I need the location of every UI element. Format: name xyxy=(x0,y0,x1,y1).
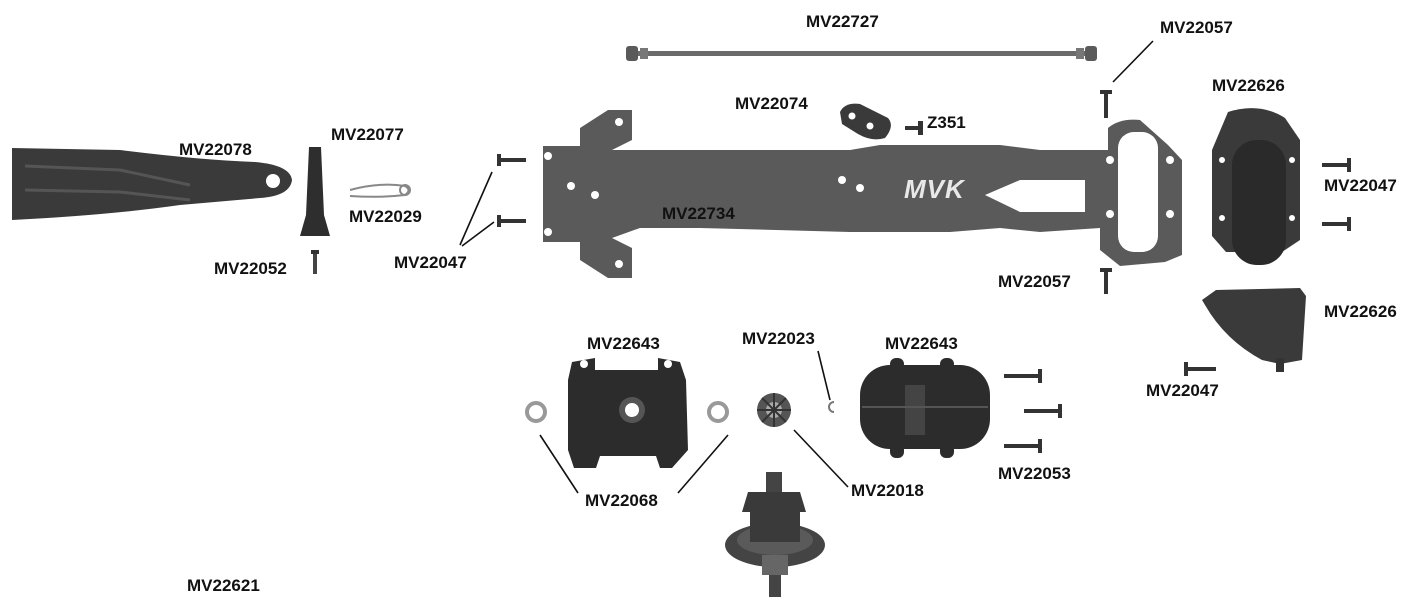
arm-mv22078 xyxy=(12,148,292,220)
gearbox-housing-mv22643-left xyxy=(568,358,688,468)
label-mv22023: MV22023 xyxy=(742,329,815,348)
washers-mv22068 xyxy=(525,401,729,423)
leader-mv22057-top xyxy=(1112,40,1154,83)
label-mv22077: MV22077 xyxy=(331,125,404,144)
label-mv22047-bottom: MV22047 xyxy=(1146,381,1219,400)
screw-z351 xyxy=(905,121,923,135)
screws-mv22047-left xyxy=(497,154,526,227)
label-mv22053: MV22053 xyxy=(998,464,1071,483)
leader-mv22047-left-upper xyxy=(459,171,493,246)
label-mv22621: MV22621 xyxy=(187,576,260,595)
gear-cover-mv22626-top xyxy=(1212,108,1300,265)
cover-mv22626-bottom xyxy=(1202,288,1306,372)
clip-mv22023 xyxy=(828,401,835,413)
label-mv22626-bottom: MV22626 xyxy=(1324,302,1397,321)
leader-lines xyxy=(459,40,1154,494)
label-mv22643-right: MV22643 xyxy=(885,334,958,353)
label-z351: Z351 xyxy=(927,113,966,132)
differential-mv22621 xyxy=(725,472,825,597)
label-mv22068: MV22068 xyxy=(585,491,658,510)
screw-mv22047-bottom xyxy=(1184,362,1216,376)
label-mv22018: MV22018 xyxy=(851,481,924,500)
label-mv22734: MV22734 xyxy=(662,204,735,223)
label-mv22626-top: MV22626 xyxy=(1212,76,1285,95)
screws-mv22057 xyxy=(1100,90,1112,294)
clip-mv22029 xyxy=(349,183,411,198)
label-mv22047-left: MV22047 xyxy=(394,253,467,272)
mount-mv22074 xyxy=(840,103,891,140)
label-mv22727: MV22727 xyxy=(806,12,879,31)
leader-mv22068-left xyxy=(539,434,579,494)
screws-mv22053 xyxy=(1004,369,1062,453)
post-mv22077 xyxy=(300,147,330,236)
leader-mv22047-left-lower xyxy=(461,221,495,247)
chassis-plate-mv22734 xyxy=(543,110,1182,278)
label-mv22643-left: MV22643 xyxy=(587,334,660,353)
leader-mv22068-right xyxy=(677,434,729,494)
label-mv22078: MV22078 xyxy=(179,140,252,159)
leader-mv22023 xyxy=(817,350,831,401)
leader-mv22018 xyxy=(793,429,849,488)
label-mv22074: MV22074 xyxy=(735,94,808,113)
screw-mv22052 xyxy=(311,250,319,274)
gearbox-housing-mv22643-right xyxy=(860,358,990,458)
label-mv22057-top: MV22057 xyxy=(1160,18,1233,37)
driveshaft-mv22727 xyxy=(626,46,1097,61)
label-mv22052: MV22052 xyxy=(214,259,287,278)
label-mv22047-right: MV22047 xyxy=(1324,176,1397,195)
screws-mv22047-right xyxy=(1322,158,1351,231)
label-mv22057-bottom: MV22057 xyxy=(998,272,1071,291)
spider-gear-mv22018 xyxy=(757,393,791,427)
chassis-logo: MVK xyxy=(904,174,965,204)
label-mv22029: MV22029 xyxy=(349,207,422,226)
